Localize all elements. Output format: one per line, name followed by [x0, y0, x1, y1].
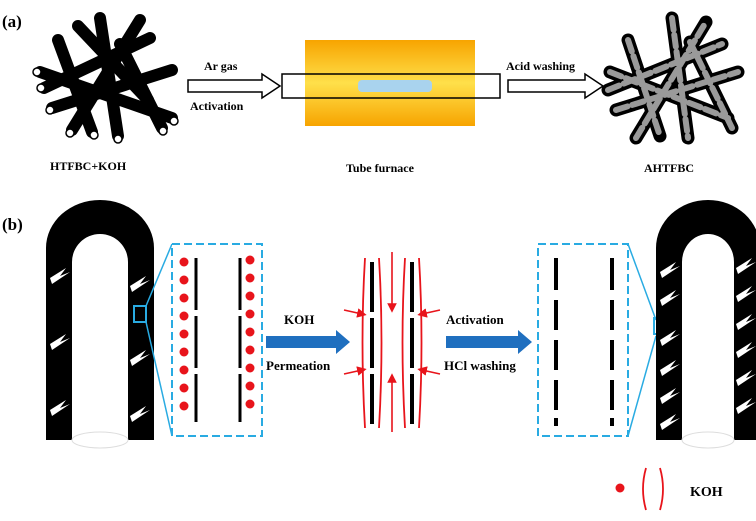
pore-walls-before — [194, 258, 242, 422]
acid-washing-arrow — [507, 72, 605, 100]
activation-label-a: Activation — [190, 99, 244, 113]
activation-washing-arrow — [446, 330, 532, 354]
pore-walls-after — [554, 258, 614, 426]
zoom-marker-left — [133, 305, 147, 323]
raw-hollow-fiber — [46, 200, 154, 449]
zoom-line-bottom-right — [627, 335, 657, 437]
zoom-line-top-right — [627, 243, 657, 321]
hcl-washing-label: HCl washing — [444, 358, 516, 373]
panel-b-label: (b) — [2, 215, 23, 234]
activation-label-b: Activation — [446, 312, 505, 327]
legend-koh-label: KOH — [690, 485, 723, 500]
legend-koh-line-right — [659, 467, 664, 511]
legend-koh-dot — [615, 483, 625, 493]
koh-permeation-arrow — [266, 330, 350, 354]
ar-gas-arrow — [187, 72, 282, 100]
legend: KOH — [615, 467, 723, 511]
koh-dots-left — [179, 257, 189, 411]
permeation-label: Permeation — [266, 358, 331, 373]
htfbc-koh-label: HTFBC+KOH — [50, 159, 127, 173]
quartz-tube — [281, 73, 501, 99]
tube-furnace-label: Tube furnace — [346, 161, 415, 175]
koh-arrow-label: KOH — [284, 312, 314, 327]
zoom-line-top-left — [145, 243, 173, 307]
acid-washing-label: Acid washing — [506, 59, 575, 73]
ar-gas-label: Ar gas — [204, 59, 238, 73]
ahtfbc-fiber-bundle — [601, 11, 745, 145]
sample-boat — [358, 80, 432, 92]
zoom-box-after — [537, 243, 629, 437]
zoom-line-bottom-left — [145, 321, 173, 437]
ahtfbc-label: AHTFBC — [644, 161, 694, 175]
permeation-schematic — [343, 252, 441, 432]
activated-hollow-fiber — [656, 200, 756, 449]
koh-dots-right — [245, 255, 255, 409]
legend-koh-line-left — [642, 467, 647, 511]
panel-a-label: (a) — [2, 12, 22, 31]
htfbc-fiber-bundle — [32, 12, 179, 144]
